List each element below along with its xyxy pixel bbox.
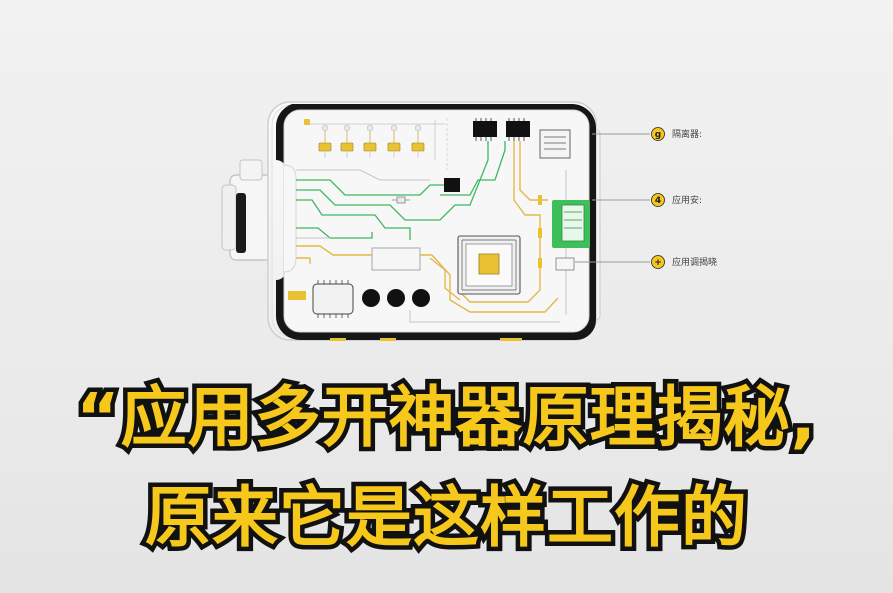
tiny-resistor xyxy=(392,196,410,204)
memory-module xyxy=(371,247,421,271)
callout-isolator: g 隔离器: xyxy=(651,127,702,141)
settings-icon xyxy=(651,193,665,207)
three-round-components xyxy=(362,289,430,307)
callout-lines xyxy=(575,133,650,263)
svg-text:+: + xyxy=(654,258,662,268)
headline-line-2: 原来它是这样工作的 xyxy=(141,475,752,561)
callout-app-reveal: + 应用调揭晓 xyxy=(651,255,717,269)
bottom-contacts xyxy=(330,338,522,341)
yellow-pad xyxy=(288,291,306,300)
plus-icon xyxy=(651,255,665,269)
headline-line-1: “应用多开神器原理揭秘, xyxy=(72,375,820,461)
bottom-left-chip xyxy=(312,280,354,318)
svg-text:隔离器:: 隔离器: xyxy=(672,128,702,140)
right-connector xyxy=(538,129,590,271)
svg-text:4: 4 xyxy=(655,196,661,206)
svg-text:应用调揭晓: 应用调揭晓 xyxy=(672,256,717,268)
callout-app-install: 4 应用安: xyxy=(651,193,702,207)
lock-icon xyxy=(651,127,665,141)
center-small-chip xyxy=(444,178,460,192)
top-pin-row xyxy=(304,118,448,170)
side-connector-plug xyxy=(221,159,273,261)
top-chips xyxy=(473,118,530,141)
svg-text:应用安:: 应用安: xyxy=(672,194,702,206)
svg-text:g: g xyxy=(655,130,661,140)
main-processor-chip xyxy=(457,235,521,295)
